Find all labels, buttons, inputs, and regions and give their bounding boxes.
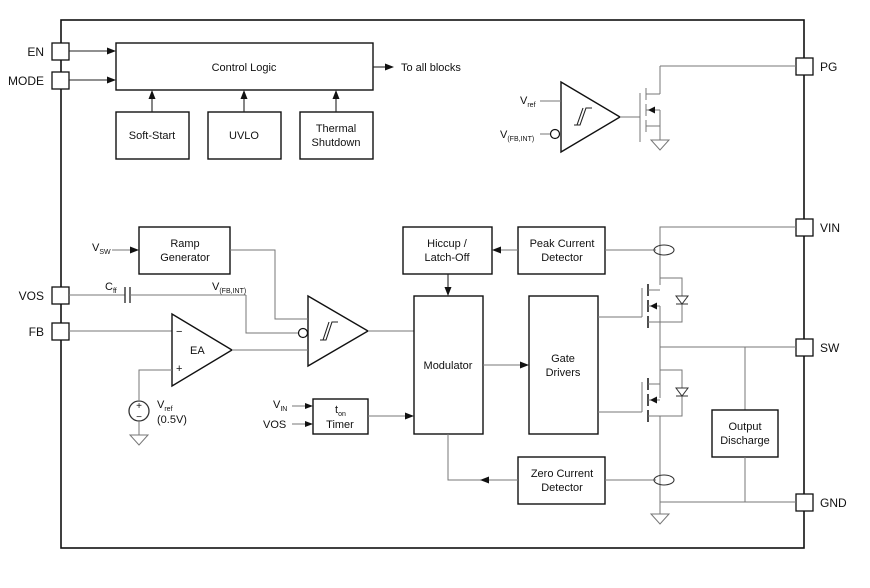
pin-gnd-label: GND	[820, 496, 847, 510]
peak-current-detector-block: Peak Current Detector	[517, 226, 606, 275]
output-label-1: Output	[728, 421, 761, 433]
modulator-label: Modulator	[424, 360, 473, 372]
vref2-sub: ref	[164, 406, 172, 413]
pg-vref-sub: ref	[527, 102, 535, 109]
low-side-mosfet	[598, 369, 689, 422]
ea-minus-label: −	[176, 326, 182, 338]
vref2-main: V	[157, 399, 165, 411]
vos-in-label: VOS	[263, 419, 286, 431]
cff-main: C	[105, 281, 113, 293]
hiccup-latch-off-block: Hiccup / Latch-Off	[402, 226, 493, 275]
zero-label-1: Zero Current	[531, 468, 593, 480]
pin-mode[interactable]: MODE	[8, 71, 70, 90]
power-ground-symbol	[649, 513, 671, 525]
pin-pg[interactable]: PG	[795, 57, 837, 76]
pin-vin[interactable]: VIN	[795, 218, 840, 237]
pin-mode-label: MODE	[8, 74, 44, 88]
vin-current-sense	[653, 244, 675, 256]
vin-in-label: VIN	[273, 399, 287, 413]
hiccup-label-2: Latch-Off	[424, 252, 470, 264]
vin-in-sub: IN	[280, 406, 287, 413]
modulator-block: Modulator	[413, 295, 484, 435]
high-side-mosfet	[598, 277, 689, 328]
ea-plus-label: +	[176, 363, 182, 375]
pin-fb-label: FB	[29, 325, 44, 339]
pin-vos[interactable]: VOS	[19, 286, 70, 305]
pin-en-label: EN	[27, 45, 44, 59]
thermal-shutdown-block: Thermal Shutdown	[299, 111, 374, 160]
pin-sw-label: SW	[820, 341, 840, 355]
uvlo-label: UVLO	[229, 130, 259, 142]
ton-sub: on	[338, 411, 346, 418]
pin-pg-label: PG	[820, 60, 837, 74]
vref2-value: (0.5V)	[157, 414, 187, 426]
ramp-generator-block: Ramp Generator	[138, 226, 231, 275]
vref-ground-symbol	[128, 434, 150, 446]
ea-amplifier: EA − +	[171, 312, 234, 388]
vref-voltage-source: + −	[128, 400, 150, 423]
vref2-label: Vref	[157, 399, 173, 413]
pin-en[interactable]: EN	[27, 42, 70, 61]
pin-fb[interactable]: FB	[29, 322, 70, 341]
pin-vos-label: VOS	[19, 289, 44, 303]
ramp-label-2: Generator	[160, 252, 210, 264]
gnd-current-sense	[653, 474, 675, 486]
ton-label: ton	[335, 404, 346, 418]
uvlo-block: UVLO	[207, 111, 282, 160]
cff-label: Cff	[105, 281, 117, 295]
soft-start-block: Soft-Start	[115, 111, 190, 160]
vfbint2-sub: (FB,INT)	[219, 288, 246, 295]
to-all-blocks-label: To all blocks	[401, 62, 461, 74]
thermal-label-1: Thermal	[316, 123, 356, 135]
vsw-label: VSW	[92, 242, 111, 256]
pg-vref-label: Vref	[520, 95, 536, 109]
pin-vin-label: VIN	[820, 221, 840, 235]
gate-drivers-block: Gate Drivers	[528, 295, 599, 435]
peak-label-1: Peak Current	[530, 238, 595, 250]
vsw-main: V	[92, 242, 100, 254]
pg-nmos-transistor	[639, 66, 661, 142]
ea-label: EA	[190, 345, 205, 357]
zero-current-detector-block: Zero Current Detector	[517, 456, 606, 505]
timer-label: Timer	[326, 419, 354, 431]
cff-sub: ff	[113, 288, 117, 295]
cff-capacitor	[124, 287, 131, 303]
thermal-label-2: Shutdown	[312, 137, 361, 149]
control-logic-label: Control Logic	[212, 62, 277, 74]
pg-vref-main: V	[520, 95, 528, 107]
gate-label-2: Drivers	[546, 367, 581, 379]
pg-vfbint-main: V	[500, 129, 508, 141]
pg-vfbint-label: V(FB,INT)	[500, 129, 534, 143]
output-label-2: Discharge	[720, 435, 770, 447]
zero-label-2: Detector	[541, 482, 583, 494]
soft-start-label: Soft-Start	[129, 130, 175, 142]
pg-comparator	[560, 80, 622, 154]
src-minus: −	[136, 412, 142, 423]
vfbint2-label: V(FB,INT)	[212, 281, 246, 295]
output-discharge-block: Output Discharge	[711, 409, 779, 458]
pin-sw[interactable]: SW	[795, 338, 840, 357]
control-logic-block: Control Logic	[115, 42, 374, 91]
ton-main: t	[335, 404, 338, 416]
ton-timer-block: ton Timer	[312, 398, 369, 435]
ic-boundary	[60, 19, 805, 549]
pg-ground-symbol	[649, 139, 671, 151]
vfbint2-main: V	[212, 281, 220, 293]
vin-in-main: V	[273, 399, 281, 411]
src-plus: +	[136, 401, 142, 412]
peak-label-2: Detector	[541, 252, 583, 264]
pin-gnd[interactable]: GND	[795, 493, 847, 512]
pwm-comparator	[297, 294, 370, 368]
vsw-sub: SW	[99, 249, 111, 256]
pg-vfbint-sub: (FB,INT)	[507, 136, 534, 143]
gate-label-1: Gate	[551, 353, 575, 365]
hiccup-label-1: Hiccup /	[427, 238, 468, 250]
ramp-label-1: Ramp	[170, 238, 199, 250]
